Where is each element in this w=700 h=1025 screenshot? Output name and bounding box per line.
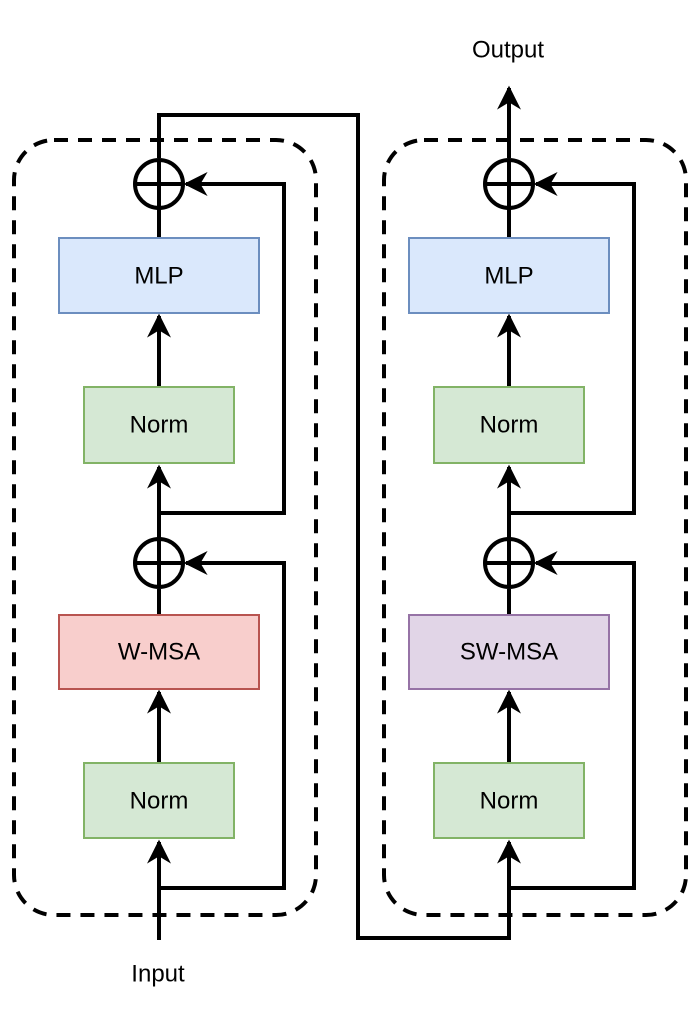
left-norm-top-label: Norm	[130, 412, 189, 439]
right-block-container	[382, 138, 688, 917]
right-residual-upper-arrow	[509, 172, 636, 515]
left-wmsa-box	[58, 614, 260, 690]
left-add-node-top	[133, 158, 185, 210]
right-mlp-box	[408, 237, 610, 314]
left-norm-bottom-box	[83, 762, 235, 839]
left-add-node-bottom	[133, 537, 185, 589]
right-add-node-top	[483, 158, 535, 210]
input-label: Input	[131, 961, 185, 988]
right-norm-top-box	[433, 386, 585, 464]
right-norm-top-label: Norm	[480, 412, 539, 439]
left-mlp-label: MLP	[134, 263, 183, 290]
right-norm-bottom-box	[433, 762, 585, 839]
right-residual-lower-arrow	[509, 551, 636, 890]
right-norm-bottom-label: Norm	[480, 788, 539, 815]
inter-block-connection	[157, 113, 521, 940]
left-wmsa-label: W-MSA	[118, 639, 200, 666]
right-swmsa-label: SW-MSA	[460, 639, 558, 666]
right-add-node-bottom	[483, 537, 535, 589]
right-mlp-label: MLP	[484, 263, 533, 290]
left-mlp-box	[58, 237, 260, 314]
output-label: Output	[472, 37, 544, 64]
left-block-container	[12, 138, 318, 917]
left-residual-lower-arrow	[159, 551, 286, 890]
right-swmsa-box	[408, 614, 610, 690]
left-norm-top-box	[83, 386, 235, 464]
left-norm-bottom-label: Norm	[130, 788, 189, 815]
left-residual-upper-arrow	[159, 172, 286, 515]
